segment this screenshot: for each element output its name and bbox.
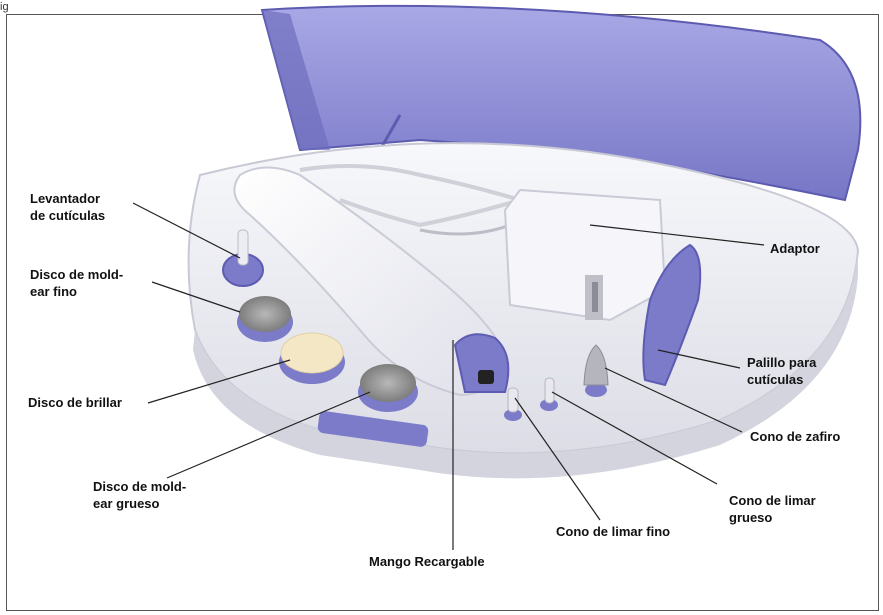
label-cono-de-limar-fino: Cono de limar fino (556, 523, 670, 540)
label-adaptor: Adaptor (770, 240, 820, 257)
label-cono-de-zafiro: Cono de zafiro (750, 428, 840, 445)
label-line: Disco de brillar (28, 394, 122, 411)
label-line: Palillo para (747, 354, 816, 371)
label-line: Adaptor (770, 240, 820, 257)
label-line: Cono de limar (729, 492, 816, 509)
label-line: ear fino (30, 283, 123, 300)
label-levantador-de-cuticulas: Levantador de cutículas (30, 190, 105, 224)
label-line: Levantador (30, 190, 105, 207)
label-disco-moldear-fino: Disco de mold- ear fino (30, 266, 123, 300)
label-line: Disco de mold- (30, 266, 123, 283)
label-disco-de-brillar: Disco de brillar (28, 394, 122, 411)
label-line: de cutículas (30, 207, 105, 224)
label-line: Cono de limar fino (556, 523, 670, 540)
label-cono-de-limar-grueso: Cono de limar grueso (729, 492, 816, 526)
label-palillo-para-cuticulas: Palillo para cutículas (747, 354, 816, 388)
label-line: Disco de mold- (93, 478, 186, 495)
label-line: grueso (729, 509, 816, 526)
label-disco-moldear-grueso: Disco de mold- ear grueso (93, 478, 186, 512)
label-line: cutículas (747, 371, 816, 388)
label-mango-recargable: Mango Recargable (369, 553, 485, 570)
label-line: Mango Recargable (369, 553, 485, 570)
label-line: Cono de zafiro (750, 428, 840, 445)
label-line: ear grueso (93, 495, 186, 512)
